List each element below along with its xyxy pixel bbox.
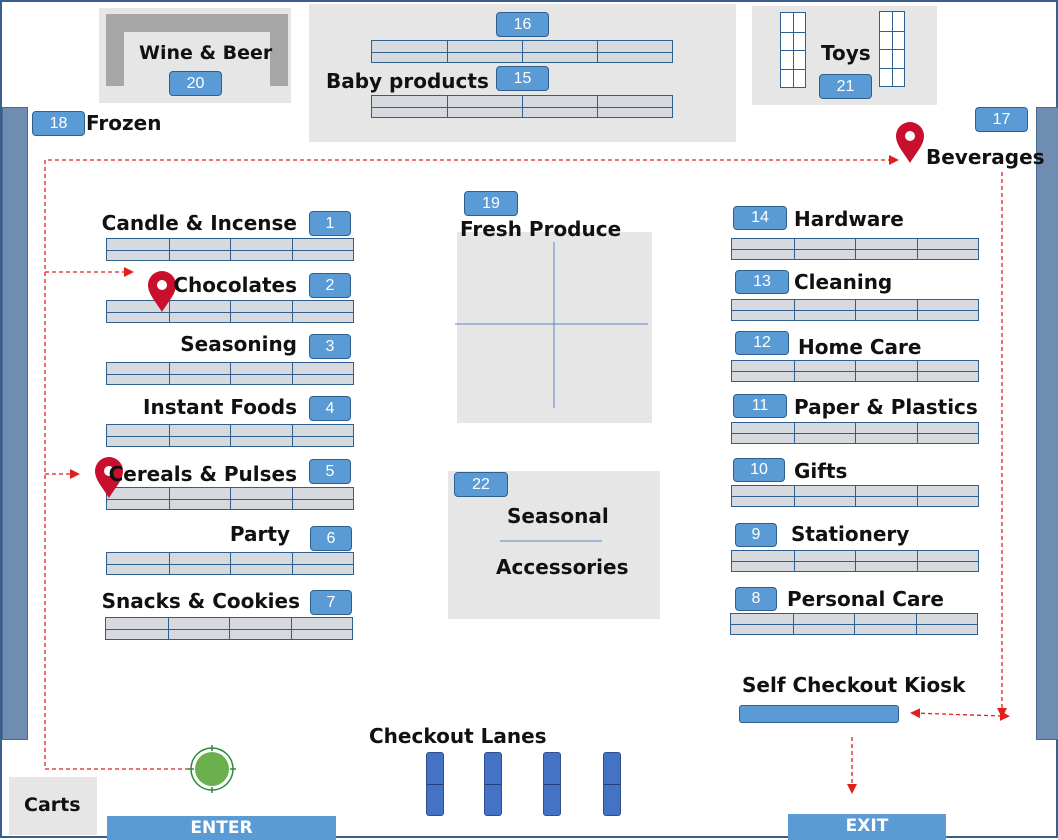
self-checkout-kiosk[interactable]: [739, 705, 899, 723]
section-number-12[interactable]: 12: [735, 331, 789, 355]
shelf-7: [105, 617, 353, 640]
section-number-18[interactable]: 18: [32, 111, 85, 136]
toys-shelf-right: [879, 11, 905, 87]
carts-area: [9, 777, 97, 835]
section-label-fresh-produce: Fresh Produce: [460, 217, 622, 241]
section-number-7[interactable]: 7: [310, 590, 352, 615]
shelf-12: [731, 360, 979, 382]
wine-shelf-right: [270, 14, 288, 86]
map-pin-icon: [95, 457, 123, 498]
section-label-cleaning: Cleaning: [794, 270, 893, 294]
carts-label: Carts: [24, 794, 81, 816]
section-label-gifts: Gifts: [794, 459, 848, 483]
section-label-party: Party: [229, 522, 290, 546]
cart-location-icon: [188, 745, 236, 793]
shelf-6: [106, 552, 354, 575]
self-checkout-label: Self Checkout Kiosk: [742, 673, 966, 697]
section-label-accessories: Accessories: [496, 555, 629, 579]
shelf-10: [731, 485, 979, 507]
section-label-chocolates: Chocolates: [173, 273, 297, 297]
section-label-hardware: Hardware: [794, 207, 904, 231]
section-label-seasoning: Seasoning: [180, 332, 297, 356]
section-label-snacks-cookies: Snacks & Cookies: [101, 589, 300, 613]
section-label-stationery: Stationery: [791, 522, 910, 546]
shelf-2: [106, 300, 354, 323]
checkout-lane-1[interactable]: [426, 752, 444, 816]
route-main: [44, 155, 899, 770]
map-pin-icon: [148, 271, 176, 312]
section-number-20[interactable]: 20: [169, 71, 222, 96]
shelf-16: [371, 40, 673, 63]
section-number-17[interactable]: 17: [975, 107, 1028, 132]
section-number-15[interactable]: 15: [496, 66, 549, 91]
section-number-4[interactable]: 4: [309, 396, 351, 421]
shelf-4: [106, 424, 354, 447]
section-number-8[interactable]: 8: [735, 587, 777, 611]
shelf-13: [731, 299, 979, 321]
section-number-16[interactable]: 16: [496, 12, 549, 37]
shelf-11: [731, 422, 979, 444]
enter-label: ENTER: [190, 818, 253, 838]
route-to-kiosk: [910, 708, 1010, 721]
section-number-1[interactable]: 1: [309, 211, 351, 236]
section-label-wine-beer: Wine & Beer: [139, 42, 273, 64]
wine-shelf-top: [106, 14, 288, 32]
section-label-paper-plastics: Paper & Plastics: [794, 395, 978, 419]
section-number-22[interactable]: 22: [454, 472, 508, 497]
toys-shelf-left: [780, 12, 806, 88]
checkout-lane-4[interactable]: [603, 752, 621, 816]
wine-shelf-left: [106, 14, 124, 86]
exit-label: EXIT: [845, 816, 889, 836]
section-label-personal-care: Personal Care: [787, 587, 944, 611]
section-number-14[interactable]: 14: [733, 206, 787, 230]
section-label-baby-products: Baby products: [326, 69, 489, 93]
exit-bar[interactable]: EXIT: [788, 814, 946, 840]
section-number-2[interactable]: 2: [309, 273, 351, 298]
shelf-8: [730, 613, 978, 635]
shelf-5: [106, 487, 354, 510]
section-label-toys: Toys: [821, 41, 871, 65]
checkout-lanes-label: Checkout Lanes: [369, 724, 547, 748]
checkout-lane-2[interactable]: [484, 752, 502, 816]
shelf-9: [731, 550, 979, 572]
section-number-6[interactable]: 6: [310, 526, 352, 551]
section-number-3[interactable]: 3: [309, 334, 351, 359]
section-number-9[interactable]: 9: [735, 523, 777, 547]
map-pin-icon: [896, 122, 924, 163]
enter-bar[interactable]: ENTER: [107, 816, 336, 840]
section-number-11[interactable]: 11: [733, 394, 787, 418]
section-label-beverages: Beverages: [926, 145, 1045, 169]
section-label-cereals-pulses: Cereals & Pulses: [108, 462, 297, 486]
section-label-frozen: Frozen: [86, 111, 162, 135]
shelf-15: [371, 95, 673, 118]
section-number-13[interactable]: 13: [735, 270, 789, 294]
section-label-candle-incense: Candle & Incense: [101, 211, 297, 235]
section-number-19[interactable]: 19: [464, 191, 518, 216]
beverages-wall: [1036, 107, 1058, 740]
section-label-home-care: Home Care: [798, 335, 922, 359]
section-number-21[interactable]: 21: [819, 74, 872, 99]
shelf-14: [731, 238, 979, 260]
section-number-5[interactable]: 5: [309, 459, 351, 484]
shelf-3: [106, 362, 354, 385]
section-label-seasonal: Seasonal: [507, 504, 609, 528]
frozen-wall: [2, 107, 28, 740]
shelf-1: [106, 238, 354, 261]
section-number-10[interactable]: 10: [733, 458, 785, 482]
section-label-instant-foods: Instant Foods: [143, 395, 297, 419]
checkout-lane-3[interactable]: [543, 752, 561, 816]
